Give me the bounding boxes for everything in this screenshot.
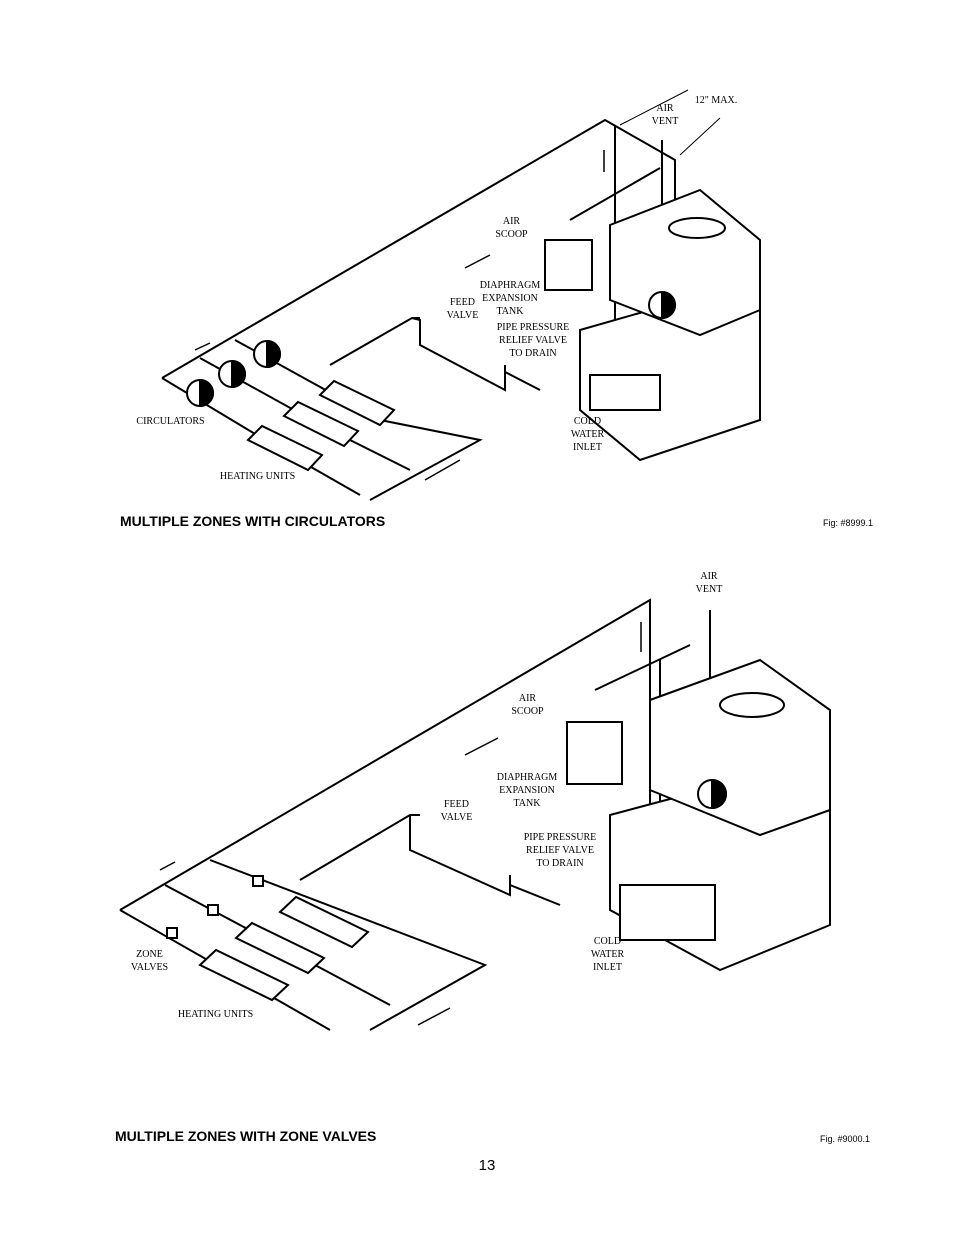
figure-circulators: 12" MAX. AIR VENT AIR SCOOP DIAPHRAGM EX…	[0, 0, 954, 540]
zone-branch-3	[234, 339, 483, 501]
air-scoop-label: AIR SCOOP	[495, 216, 528, 240]
cold-water-pipe	[504, 371, 541, 391]
heating-unit-2	[282, 400, 360, 448]
figure-zone-valves: AIR VENT AIR SCOOP DIAPHRAGM EXPANSION T…	[0, 560, 954, 1160]
return-pipe	[299, 814, 420, 881]
dimension-line-2	[679, 117, 721, 156]
figure-caption: MULTIPLE ZONES WITH ZONE VALVES	[115, 1128, 377, 1144]
expansion-tank	[544, 239, 593, 291]
heating-unit-3	[278, 895, 370, 949]
page-number: 13	[478, 1157, 496, 1174]
air-vent-label: AIR VENT	[695, 571, 723, 595]
diagram-circulators	[161, 89, 761, 501]
scoop-line	[569, 167, 661, 221]
boiler	[609, 658, 831, 972]
expansion-tank-label: DIAPHRAGM EXPANSION TANK	[496, 772, 558, 809]
air-vent-label: AIR VENT	[651, 103, 679, 127]
heating-unit-1	[198, 948, 290, 1002]
diagram-zone-valves	[119, 598, 831, 1031]
zone-valves-label: ZONE VALVES	[130, 949, 169, 973]
relief-valve-label: PIPE PRESSURE RELIEF VALVE TO DRAIN	[523, 832, 597, 869]
circulators-label: CIRCULATORS	[136, 416, 205, 427]
relief-valve-label: PIPE PRESSURE RELIEF VALVE TO DRAIN	[496, 322, 570, 359]
feed-valve-label: FEED VALVE	[446, 297, 479, 321]
dimension-label: 12" MAX.	[694, 95, 738, 106]
boiler	[579, 188, 761, 462]
feed-valve-label: FEED VALVE	[440, 799, 473, 823]
feed-loop	[409, 815, 511, 897]
zone-valve	[166, 927, 178, 939]
flow-arrow	[424, 459, 461, 481]
expansion-tank-label: DIAPHRAGM EXPANSION TANK	[479, 280, 541, 317]
cold-water-inlet-label: COLD WATER INLET	[570, 416, 605, 453]
heating-units-label: HEATING UNITS	[219, 471, 296, 482]
heating-unit-3	[318, 379, 396, 427]
scoop-line	[594, 644, 691, 691]
heating-unit-1	[246, 424, 324, 472]
figure-number: Fig. #9000.1	[820, 1134, 871, 1144]
figure-caption: MULTIPLE ZONES WITH CIRCULATORS	[120, 513, 386, 529]
zone-valve	[207, 904, 219, 916]
zone-valve	[252, 875, 264, 887]
flow-arrow	[417, 1007, 451, 1026]
flow-arrow	[464, 737, 499, 756]
dimension-line	[619, 89, 689, 126]
flow-arrow	[194, 342, 211, 351]
air-scoop-label: AIR SCOOP	[511, 693, 544, 717]
return-pipe	[329, 317, 420, 366]
feed-loop	[411, 317, 506, 392]
flow-arrow	[159, 861, 176, 871]
expansion-tank	[566, 721, 623, 785]
cold-water-pipe	[509, 884, 561, 906]
flow-arrow	[464, 254, 491, 269]
heating-units-label: HEATING UNITS	[177, 1009, 254, 1020]
heating-unit-2	[234, 921, 326, 975]
zone-branch-3	[209, 859, 488, 1031]
figure-number: Fig: #8999.1	[823, 518, 874, 528]
cold-water-inlet-label: COLD WATER INLET	[590, 936, 625, 973]
